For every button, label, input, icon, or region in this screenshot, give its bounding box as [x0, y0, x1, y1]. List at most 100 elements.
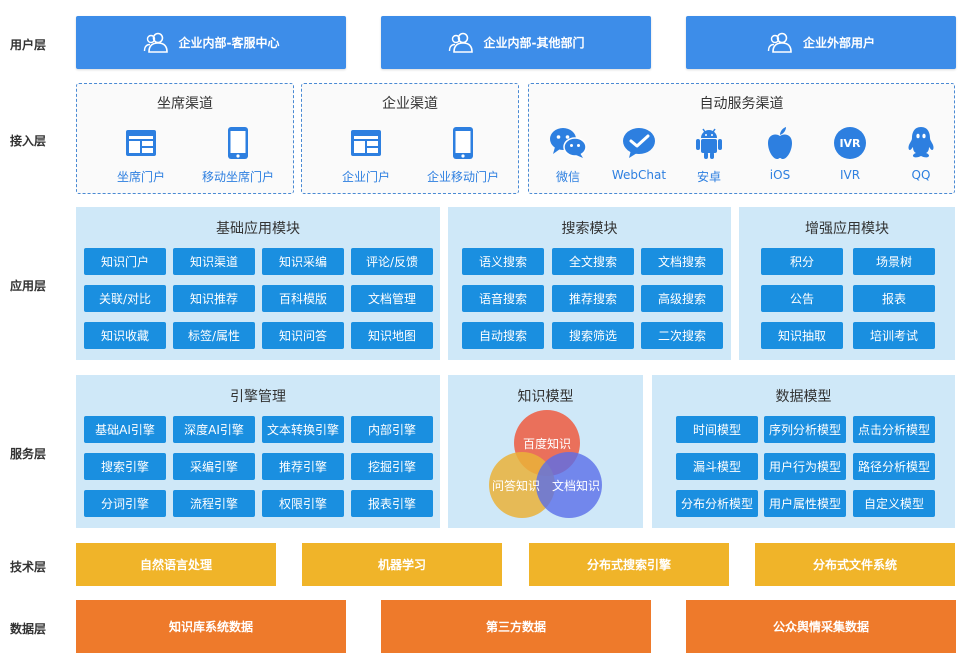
channel-item-webchat[interactable]: WebChat: [594, 126, 684, 182]
layer-label-access: 接入层: [10, 134, 47, 148]
user-bar-other-departments[interactable]: 企业内部-其他部门: [381, 16, 651, 69]
chip-recommend-search[interactable]: 推荐搜索: [552, 285, 634, 312]
mobile-icon: [228, 127, 248, 159]
channel-label: WebChat: [611, 168, 667, 182]
channel-item-agent-portal[interactable]: 坐席门户: [96, 126, 186, 185]
chip-knowledge-portal[interactable]: 知识门户: [84, 248, 166, 275]
user-bar-label: 企业内部-其他部门: [483, 36, 585, 50]
chip-funnel-model[interactable]: 漏斗模型: [676, 453, 758, 480]
channel-item-ivr[interactable]: IVR IVR: [805, 126, 895, 182]
data-bar-public-opinion-data[interactable]: 公众舆情采集数据: [686, 600, 956, 653]
ivr-icon: IVR: [834, 127, 866, 159]
module-title: 数据模型: [775, 389, 832, 405]
venn-label-qa-knowledge: 问答知识: [492, 478, 540, 493]
data-bar-knowledge-base-data[interactable]: 知识库系统数据: [76, 600, 346, 653]
channel-item-qq[interactable]: QQ: [876, 126, 966, 182]
chip-internal-engine[interactable]: 内部引擎: [351, 416, 433, 443]
chip-wiki-template[interactable]: 百科模版: [262, 285, 344, 312]
user-bar-label: 企业内部-客服中心: [178, 36, 280, 50]
chip-advanced-search[interactable]: 高级搜索: [641, 285, 723, 312]
access-box-title: 企业渠道: [382, 96, 438, 112]
channel-label: QQ: [911, 168, 931, 182]
chip-auto-search[interactable]: 自动搜索: [462, 322, 544, 349]
chip-permission-engine[interactable]: 权限引擎: [262, 490, 344, 517]
chip-text-conversion-engine[interactable]: 文本转换引擎: [262, 416, 344, 443]
webchat-icon: [623, 128, 655, 158]
channel-label: 企业门户: [341, 170, 390, 184]
channel-item-wechat[interactable]: 微信: [523, 126, 613, 185]
mobile-icon: [453, 127, 473, 159]
chip-deep-ai-engine[interactable]: 深度AI引擎: [173, 416, 255, 443]
chip-link-compare[interactable]: 关联/对比: [84, 285, 166, 312]
chip-knowledge-extraction[interactable]: 知识抽取: [761, 322, 843, 349]
tech-bar-distributed-file-system[interactable]: 分布式文件系统: [755, 543, 955, 586]
layer-label-app: 应用层: [10, 279, 47, 293]
chip-knowledge-channel[interactable]: 知识渠道: [173, 248, 255, 275]
layer-label-data: 数据层: [10, 622, 47, 636]
chip-secondary-search[interactable]: 二次搜索: [641, 322, 723, 349]
chip-workflow-engine[interactable]: 流程引擎: [173, 490, 255, 517]
users-icon: [143, 32, 168, 53]
chip-mining-engine[interactable]: 挖掘引擎: [351, 453, 433, 480]
chip-user-behavior-model[interactable]: 用户行为模型: [764, 453, 846, 480]
chip-points[interactable]: 积分: [761, 248, 843, 275]
channel-item-android[interactable]: 安卓: [664, 126, 754, 185]
chip-knowledge-map[interactable]: 知识地图: [351, 322, 433, 349]
channel-item-ios[interactable]: iOS: [735, 126, 825, 182]
venn-circle-qa-knowledge: [489, 452, 555, 518]
channel-label: 坐席门户: [116, 170, 165, 184]
apple-icon: [768, 127, 792, 159]
access-box-auto-service-channel: 自动服务渠道 微信 WebChat: [528, 83, 955, 194]
data-bar-third-party-data[interactable]: 第三方数据: [381, 600, 651, 653]
channel-item-enterprise-portal[interactable]: 企业门户: [321, 126, 411, 185]
chip-knowledge-favorites[interactable]: 知识收藏: [84, 322, 166, 349]
channel-item-mobile-agent-portal[interactable]: 移动坐席门户: [193, 126, 283, 185]
chip-custom-model[interactable]: 自定义模型: [853, 490, 935, 517]
access-box-title: 坐席渠道: [157, 96, 213, 112]
chip-tokenizer-engine[interactable]: 分词引擎: [84, 490, 166, 517]
venn-label-document-knowledge: 文档知识: [552, 478, 600, 493]
chip-search-filter[interactable]: 搜索筛选: [552, 322, 634, 349]
chip-knowledge-qa[interactable]: 知识问答: [262, 322, 344, 349]
chip-announcement[interactable]: 公告: [761, 285, 843, 312]
chip-editing-engine[interactable]: 采编引擎: [173, 453, 255, 480]
layer-label-user: 用户层: [10, 38, 47, 52]
chip-document-search[interactable]: 文档搜索: [641, 248, 723, 275]
user-bar-label: 企业外部用户: [802, 36, 875, 50]
chip-voice-search[interactable]: 语音搜索: [462, 285, 544, 312]
channel-label: 企业移动门户: [426, 170, 499, 184]
chip-scenario-tree[interactable]: 场景树: [853, 248, 935, 275]
chip-document-management[interactable]: 文档管理: [351, 285, 433, 312]
chip-recommend-engine[interactable]: 推荐引擎: [262, 453, 344, 480]
access-box-title: 自动服务渠道: [699, 96, 784, 112]
tech-bar-distributed-search-engine[interactable]: 分布式搜索引擎: [529, 543, 729, 586]
chip-search-engine[interactable]: 搜索引擎: [84, 453, 166, 480]
module-title: 增强应用模块: [805, 221, 889, 237]
channel-item-enterprise-mobile-portal[interactable]: 企业移动门户: [418, 126, 508, 185]
module-title: 引擎管理: [230, 389, 286, 405]
access-box-enterprise-channel: 企业渠道 企业门户 企业移动门户: [301, 83, 519, 194]
chip-distribution-analysis-model[interactable]: 分布分析模型: [676, 490, 758, 517]
chip-click-analysis-model[interactable]: 点击分析模型: [853, 416, 935, 443]
chip-fulltext-search[interactable]: 全文搜索: [552, 248, 634, 275]
chip-semantic-search[interactable]: 语义搜索: [462, 248, 544, 275]
chip-report-engine[interactable]: 报表引擎: [351, 490, 433, 517]
chip-path-analysis-model[interactable]: 路径分析模型: [853, 453, 935, 480]
user-bar-customer-service[interactable]: 企业内部-客服中心: [76, 16, 346, 69]
chip-tags-attributes[interactable]: 标签/属性: [173, 322, 255, 349]
users-icon: [767, 32, 792, 53]
tech-bar-nlp[interactable]: 自然语言处理: [76, 543, 276, 586]
chip-report[interactable]: 报表: [853, 285, 935, 312]
chip-knowledge-recommend[interactable]: 知识推荐: [173, 285, 255, 312]
layer-label-service: 服务层: [10, 447, 47, 461]
user-bar-external-users[interactable]: 企业外部用户: [686, 16, 956, 69]
chip-time-model[interactable]: 时间模型: [676, 416, 758, 443]
tech-bar-machine-learning[interactable]: 机器学习: [302, 543, 502, 586]
chip-user-attribute-model[interactable]: 用户属性模型: [764, 490, 846, 517]
chip-training-exam[interactable]: 培训考试: [853, 322, 935, 349]
chip-knowledge-editing[interactable]: 知识采编: [262, 248, 344, 275]
chip-basic-ai-engine[interactable]: 基础AI引擎: [84, 416, 166, 443]
chip-sequence-analysis-model[interactable]: 序列分析模型: [764, 416, 846, 443]
channel-label: IVR: [839, 168, 861, 182]
chip-comment-feedback[interactable]: 评论/反馈: [351, 248, 433, 275]
